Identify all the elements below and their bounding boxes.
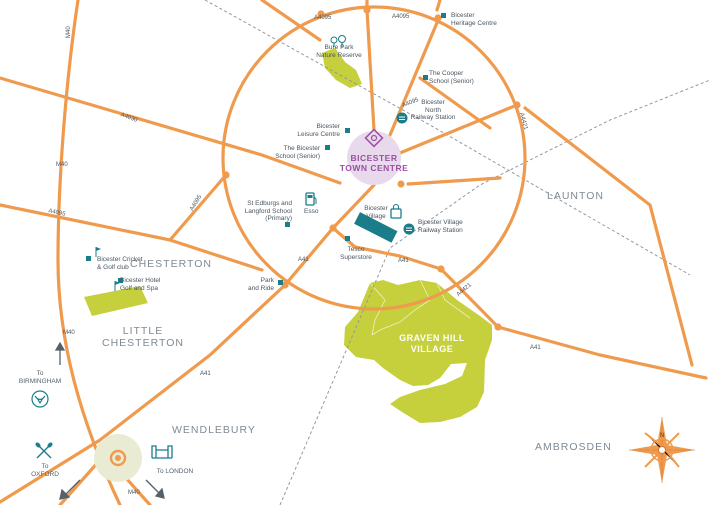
m40-junction-marker xyxy=(115,455,121,461)
label-park-ride: Park and Ride xyxy=(247,277,274,292)
town-road-north xyxy=(365,8,376,132)
town-centre-highlight xyxy=(347,131,401,185)
town-road-east xyxy=(393,103,519,157)
arrow-sw-icon xyxy=(64,479,81,496)
launton-road xyxy=(523,106,694,367)
label-a4095-ne: A4095 xyxy=(392,14,410,20)
place-little-chesterton: LITTLE CHESTERTON xyxy=(102,325,184,349)
graven-hill-village-area xyxy=(344,280,492,423)
ring-road xyxy=(221,5,527,311)
place-chesterton: CHESTERTON xyxy=(130,258,212,270)
junction-a4421 xyxy=(437,265,445,273)
graven-hill-village-label: GRAVEN HILL VILLAGE xyxy=(399,333,465,354)
label-a4095-north: A4095 xyxy=(314,15,332,21)
junction-north xyxy=(363,6,371,14)
label-north-station: Bicester North Railway Station xyxy=(410,99,456,121)
cricket-golf-flag-icon xyxy=(95,247,101,257)
place-wendlebury: WENDLEBURY xyxy=(172,424,256,436)
label-m40-south: M40 xyxy=(63,330,75,336)
birmingham-bull-icon xyxy=(31,390,49,408)
cooper-road xyxy=(418,76,492,130)
bure-park-area xyxy=(322,48,362,88)
town-road-se xyxy=(406,176,502,186)
arrow-se-icon xyxy=(145,479,161,495)
label-tesco: Tesco Superstore xyxy=(340,246,372,261)
direction-birmingham: To BIRMINGHAM xyxy=(18,370,62,385)
a4030-road xyxy=(0,76,342,185)
place-ambrosden: AMBROSDEN xyxy=(535,441,612,453)
label-bure-park: Bure Park Nature Reserve xyxy=(316,44,362,59)
western-road xyxy=(168,238,264,272)
town-centre-label: BICESTER TOWN CENTRE xyxy=(339,153,409,173)
label-a41-east: A41 xyxy=(530,345,541,351)
label-leisure: Bicester Leisure Centre xyxy=(297,123,340,138)
oxford-oars-icon xyxy=(35,442,53,459)
junction-east xyxy=(513,101,521,109)
compass-rose-icon: N xyxy=(629,417,695,483)
junction-ne xyxy=(434,14,442,22)
tesco-marker xyxy=(345,236,350,241)
label-a41-mid: A41 xyxy=(398,258,409,264)
label-m40-junction: M40 xyxy=(128,490,140,496)
north-road-1 xyxy=(260,0,322,42)
railway-line-east xyxy=(279,79,710,505)
town-road-south xyxy=(331,183,376,230)
hotel-golf-area xyxy=(84,286,148,316)
north-station-icon xyxy=(396,112,408,124)
label-heritage: Bicester Heritage Centre xyxy=(451,12,497,27)
town-centre-marker xyxy=(397,180,405,188)
town-centre-icon xyxy=(364,128,384,148)
m40-road xyxy=(56,0,122,505)
junction-a41 xyxy=(329,224,337,232)
junction-nw xyxy=(317,10,325,18)
label-m40-middle: M40 xyxy=(56,162,68,168)
junction-sw xyxy=(281,281,289,289)
label-m40-north: M40 xyxy=(66,26,72,38)
direction-oxford: To OXFORD xyxy=(31,463,59,478)
label-hotel: Bicester Hotel Golf and Spa xyxy=(120,277,161,292)
bicester-school-marker xyxy=(325,145,330,150)
direction-london: To LONDON xyxy=(156,468,194,475)
park-ride-marker xyxy=(278,280,283,285)
cooper-marker xyxy=(423,75,428,80)
bicester-village-building xyxy=(354,212,398,243)
label-a41-west: A41 xyxy=(298,257,309,263)
st-edburgs-marker xyxy=(285,222,290,227)
label-a41-south: A41 xyxy=(200,371,211,377)
label-bicester-school: The Bicester School (Senior) xyxy=(275,145,320,160)
m40-junction-roundabout xyxy=(109,449,127,467)
cricket-marker xyxy=(86,256,91,261)
village-station-icon xyxy=(403,223,415,235)
leisure-marker xyxy=(345,128,350,133)
north-road-3 xyxy=(435,0,442,12)
junction-se xyxy=(494,323,502,331)
place-launton: LAUNTON xyxy=(547,190,604,202)
label-cooper: The Cooper School (Senior) xyxy=(429,70,474,85)
label-village: Bicester Village xyxy=(364,205,388,220)
junction-west xyxy=(222,171,230,179)
shopping-bag-icon xyxy=(390,203,402,219)
svg-text:N: N xyxy=(660,433,664,439)
label-st-edburgs: St Edburgs and Langford School (Primary) xyxy=(244,200,292,222)
label-village-station: Bicester Village Railway Station xyxy=(418,219,463,234)
label-esso: Esso xyxy=(304,208,319,215)
railway-line-north xyxy=(204,0,691,276)
hotel-golf-flag-icon xyxy=(114,281,120,291)
hotel-marker xyxy=(118,278,123,283)
fuel-pump-icon xyxy=(305,192,317,206)
trees-icon xyxy=(330,35,346,47)
a41-road xyxy=(0,225,708,504)
heritage-marker xyxy=(441,13,446,18)
london-bridge-icon xyxy=(151,445,173,459)
label-cricket: Bicester Cricket & Golf club xyxy=(97,256,143,271)
